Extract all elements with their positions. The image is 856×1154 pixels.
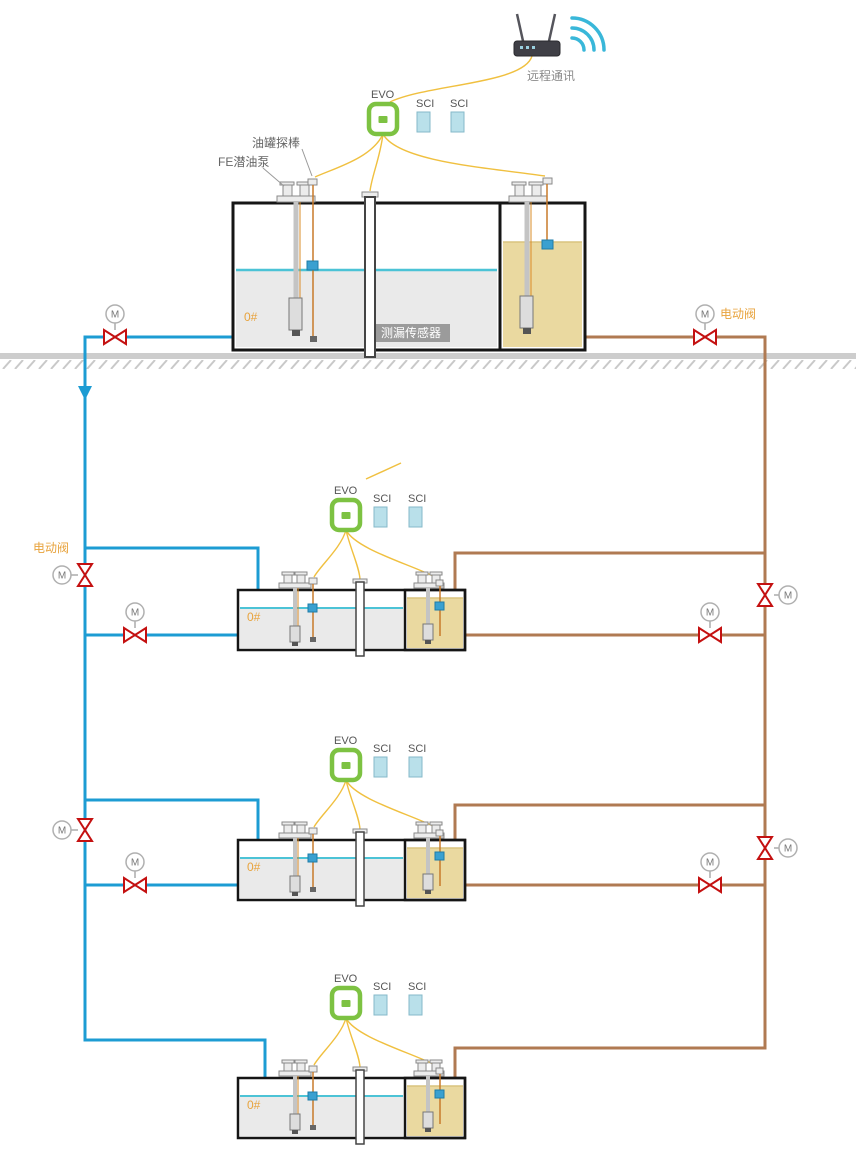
motor-branch-right-2 bbox=[700, 602, 720, 622]
leak-sensor-label-box bbox=[376, 324, 450, 342]
probe-wire bbox=[382, 133, 546, 177]
antenna-right bbox=[547, 13, 557, 42]
antenna-left bbox=[515, 13, 525, 42]
sci-module bbox=[449, 97, 469, 133]
valve-branch-right-2 bbox=[698, 627, 722, 643]
motor-branch-left-2 bbox=[125, 602, 145, 622]
blue-fill-branch-2 bbox=[85, 546, 260, 590]
submersible-pump bbox=[519, 202, 534, 334]
leader-line bbox=[262, 167, 285, 187]
router-led bbox=[532, 46, 535, 49]
valve-main-right-3 bbox=[757, 836, 773, 860]
diesel-compartment-liquid bbox=[503, 242, 582, 347]
motor-branch-right-3 bbox=[700, 852, 720, 872]
ground-surface bbox=[0, 353, 856, 369]
valve-main-left-2 bbox=[77, 563, 93, 587]
brown-fill-branch-2 bbox=[453, 551, 765, 590]
underground-station-2 bbox=[238, 735, 465, 906]
blue-fill-branch-3 bbox=[85, 798, 260, 840]
valve-branch-left-3 bbox=[123, 877, 147, 893]
valve-branch-left-2 bbox=[123, 627, 147, 643]
pump-manhole-fitting bbox=[508, 181, 548, 203]
valve-main-right-2 bbox=[757, 583, 773, 607]
router-led bbox=[520, 46, 523, 49]
tank-compartment-shell bbox=[498, 201, 587, 352]
flow-arrow-icon bbox=[78, 386, 92, 400]
surface-station: 0# bbox=[218, 89, 587, 358]
router-body bbox=[513, 40, 561, 57]
motor-valves: 电动阀 电动阀 bbox=[33, 304, 798, 893]
motor-main-left-2 bbox=[52, 565, 72, 585]
wire-leader bbox=[365, 462, 402, 480]
fe-pump-label: FE潜油泵 bbox=[218, 155, 269, 169]
valve-surface-left bbox=[103, 329, 127, 345]
electric-valve-label-right: 电动阀 bbox=[720, 307, 756, 321]
motor-main-left-3 bbox=[52, 820, 72, 840]
leader-line bbox=[301, 148, 313, 177]
probe-wire bbox=[314, 133, 384, 178]
remote-communication: 远程通讯 bbox=[389, 13, 606, 103]
remote-comm-label: 远程通讯 bbox=[527, 68, 575, 83]
electric-valve-label-left: 电动阀 bbox=[33, 541, 69, 555]
tank-probe-label: 油罐探棒 bbox=[252, 136, 300, 150]
motor-branch-left-3 bbox=[125, 852, 145, 872]
leak-sensor-pipe bbox=[361, 191, 379, 358]
leak-sensor-label: 测漏传感器 bbox=[381, 325, 441, 340]
router-led bbox=[526, 46, 529, 49]
motor-main-right-3 bbox=[778, 838, 798, 858]
motor-main-right-2 bbox=[778, 585, 798, 605]
valve-surface-right bbox=[693, 329, 717, 345]
submersible-pump bbox=[288, 202, 303, 336]
valve-branch-right-3 bbox=[698, 877, 722, 893]
motor-surface-left bbox=[105, 304, 125, 324]
underground-station-3 bbox=[238, 973, 465, 1144]
left-supply-pipeline bbox=[78, 335, 267, 1078]
blue-main-pipe bbox=[83, 335, 267, 1078]
tank-probe bbox=[306, 178, 319, 342]
right-supply-pipeline bbox=[453, 335, 767, 1078]
motor-surface-right bbox=[695, 304, 715, 324]
valve-main-left-3 bbox=[77, 818, 93, 842]
ground-hatch bbox=[0, 360, 856, 369]
ground-band bbox=[0, 353, 856, 359]
brown-main-pipe bbox=[453, 335, 767, 1078]
sci-module bbox=[415, 97, 435, 133]
wifi-signal-icon bbox=[570, 16, 606, 52]
sensor-wire bbox=[369, 133, 384, 192]
tank-number-label: 0# bbox=[244, 310, 258, 324]
evo-console bbox=[369, 89, 397, 134]
brown-fill-branch-3 bbox=[453, 803, 765, 840]
router-wire bbox=[389, 55, 533, 103]
underground-station-1 bbox=[238, 485, 465, 656]
tank-probe bbox=[541, 177, 554, 250]
